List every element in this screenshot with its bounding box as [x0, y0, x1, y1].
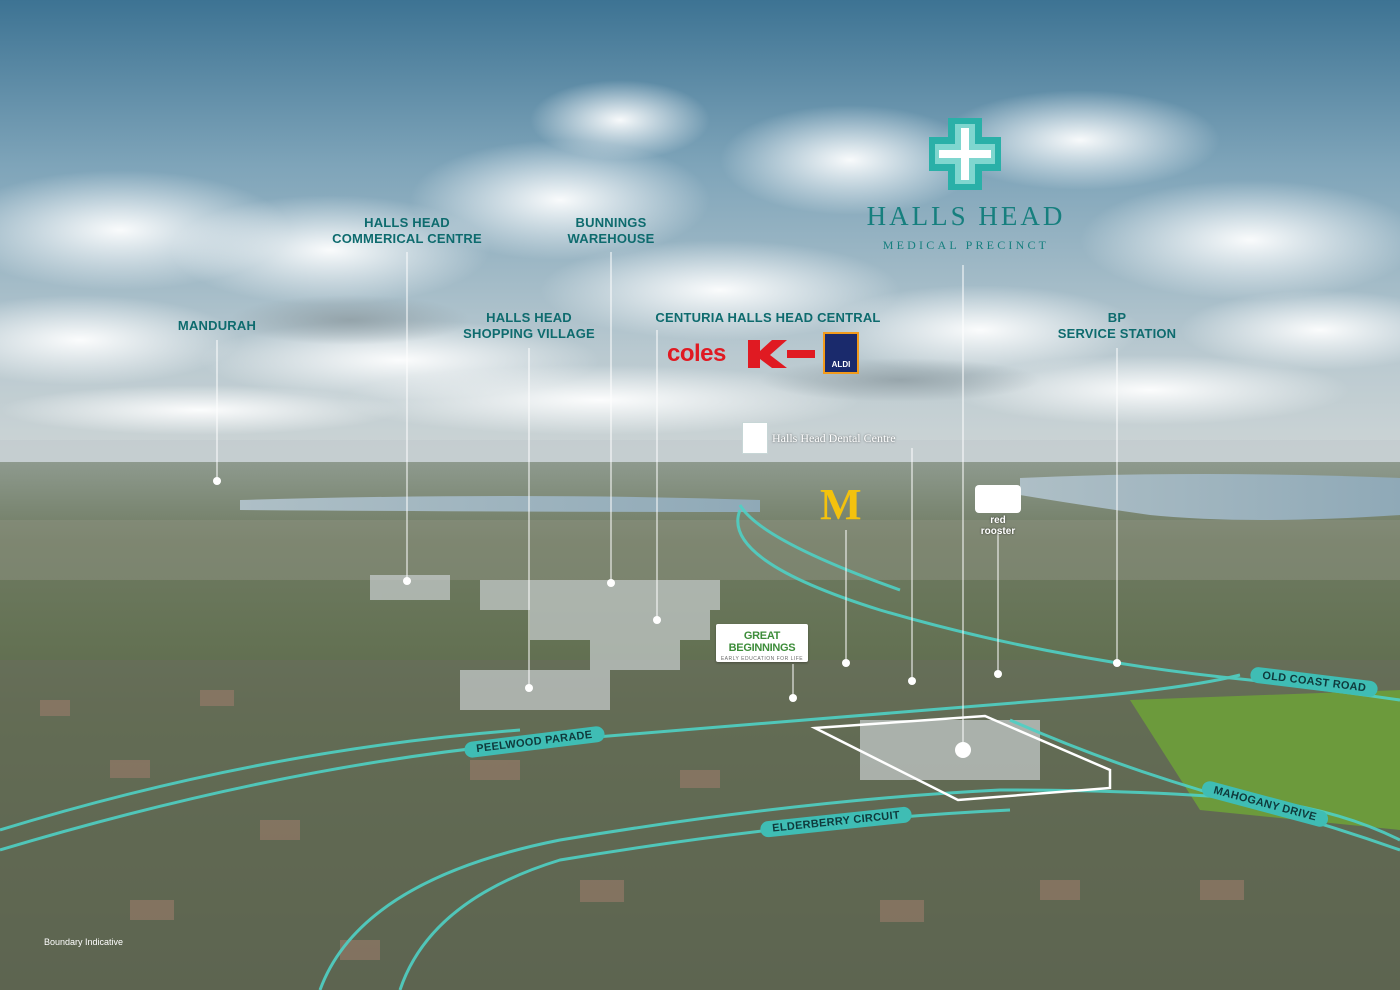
site-boundary	[810, 714, 1112, 802]
label-mandurah: MANDURAH	[177, 318, 257, 333]
label-line: COMMERICAL CENTRE	[332, 231, 482, 246]
aldi-text: ALDI	[831, 360, 851, 369]
label-commercial-centre: HALLS HEAD COMMERICAL CENTRE	[330, 215, 484, 247]
label-centuria: CENTURIA HALLS HEAD CENTRAL	[655, 310, 881, 325]
brand-title: HALLS HEAD	[866, 201, 1066, 231]
label-line: SHOPPING VILLAGE	[463, 326, 595, 341]
estuary	[240, 496, 760, 512]
label-line: HALLS HEAD	[486, 310, 572, 325]
label-line: SERVICE STATION	[1057, 326, 1177, 341]
brand-subtitle: MEDICAL PRECINCT	[882, 238, 1050, 252]
leader-dots	[213, 477, 1121, 758]
label-line: HALLS HEAD	[364, 215, 450, 230]
medical-cross-icon	[929, 118, 1001, 190]
label-line: BUNNINGS	[575, 215, 647, 230]
label-shopping-village: HALLS HEAD SHOPPING VILLAGE	[456, 310, 602, 342]
label-line: WAREHOUSE	[567, 231, 655, 246]
label-bunnings: BUNNINGS WAREHOUSE	[556, 215, 666, 247]
aldi-logo: ALDI	[823, 332, 859, 374]
great-beginnings-tagline: EARLY EDUCATION FOR LIFE	[720, 656, 804, 662]
mcdonalds-logo: M	[820, 480, 862, 529]
dental-mark-icon	[742, 422, 768, 454]
coles-logo: coles	[667, 340, 726, 367]
kmart-logo	[748, 340, 815, 368]
dental-text: Halls Head Dental Centre	[772, 430, 896, 445]
label-line: BP	[1107, 310, 1127, 325]
dental-centre-logo: Halls Head Dental Centre	[742, 422, 896, 454]
label-bp: BP SERVICE STATION	[1054, 310, 1180, 342]
great-beginnings-text: GREAT BEGINNINGS	[728, 630, 796, 654]
great-beginnings-logo: GREAT BEGINNINGS EARLY EDUCATION FOR LIF…	[716, 624, 808, 662]
red-rooster-text: red rooster	[980, 515, 1016, 537]
leader-lines	[216, 252, 1118, 748]
boundary-note: Boundary Indicative	[44, 937, 124, 947]
rooster-icon	[975, 485, 1021, 513]
red-rooster-logo: red rooster	[972, 485, 1024, 537]
clouds	[0, 80, 1400, 435]
